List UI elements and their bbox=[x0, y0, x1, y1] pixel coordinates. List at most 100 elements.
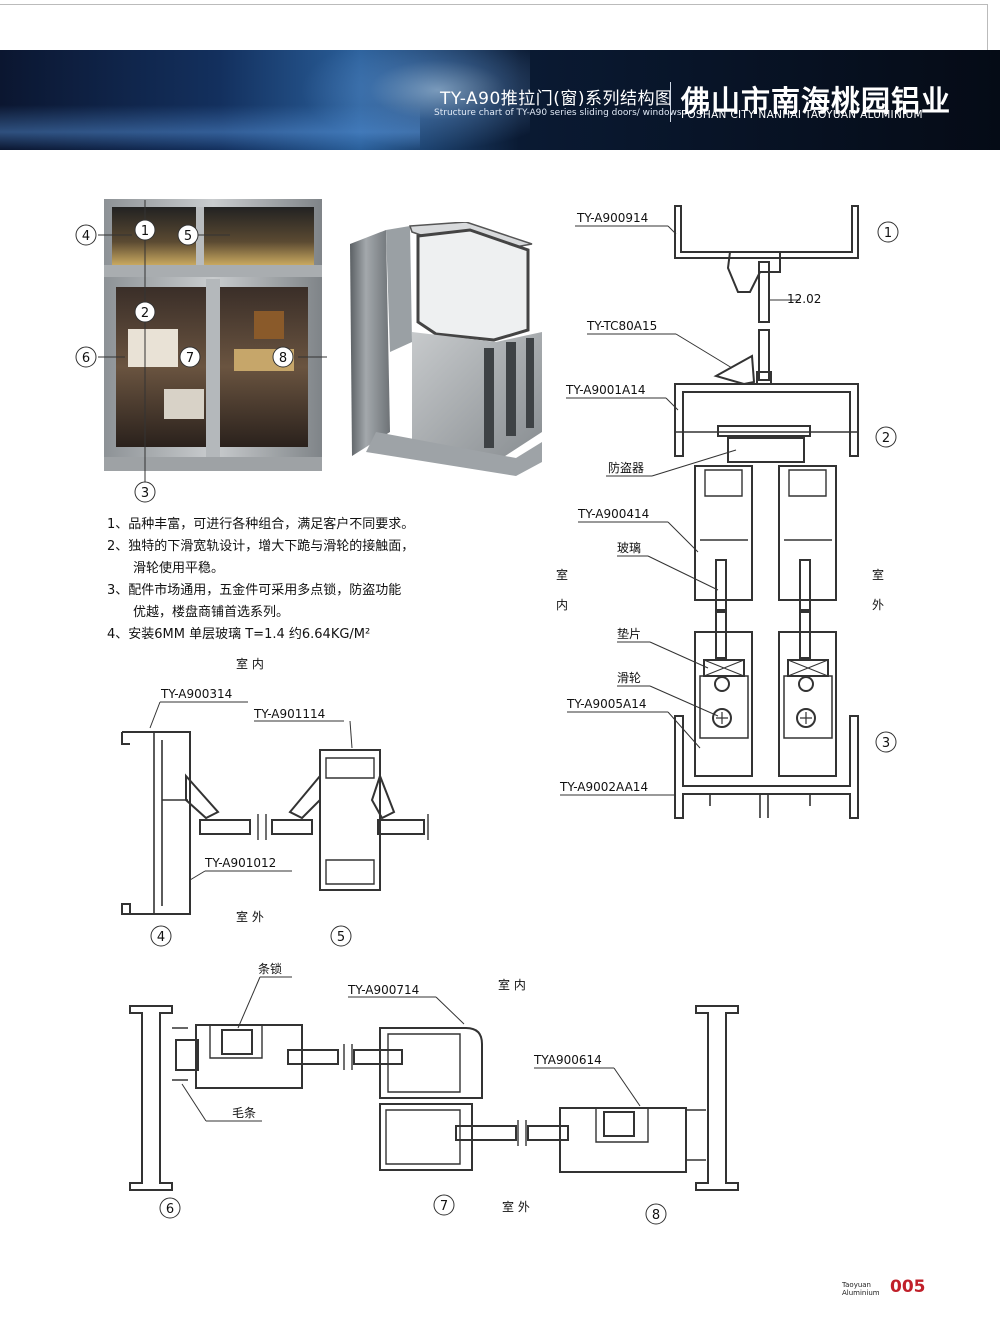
header-subtitle: Structure chart of TY-A90 series sliding… bbox=[434, 108, 682, 118]
svg-text:4: 4 bbox=[82, 229, 90, 244]
window-photo bbox=[104, 199, 322, 471]
svg-text:2: 2 bbox=[141, 306, 149, 321]
label-sash-right: TYA900614 bbox=[533, 1053, 602, 1067]
profile-8-frame bbox=[695, 1005, 739, 1191]
profile-8-sash bbox=[559, 1107, 687, 1173]
svg-text:5: 5 bbox=[184, 229, 192, 244]
photo-callout-1: 1 bbox=[134, 219, 156, 241]
label-roller: 滑轮 bbox=[617, 671, 641, 685]
section-6-7-8: 条锁 TY-A900714 室 内 毛条 TYA900614 室 外 6 7 8 bbox=[129, 961, 739, 1225]
label-45-a: TY-A900314 bbox=[160, 687, 232, 701]
vertical-leaders bbox=[560, 225, 737, 796]
header-title: TY-A90推拉门(窗)系列结构图 bbox=[440, 89, 673, 109]
feature-2: 2、独特的下滑宽轨设计，增大下跪与滑轮的接触面， bbox=[107, 539, 415, 554]
profile-4-frame bbox=[121, 731, 191, 915]
svg-text:8: 8 bbox=[279, 351, 287, 366]
label-bottom-track: TY-A9002AA14 bbox=[559, 780, 648, 794]
company-name-en: FOSHAN CITY NANHAI TAOYUAN ALUMINIUM bbox=[681, 109, 923, 121]
label-lock: 条锁 bbox=[258, 961, 282, 976]
profile-5-bead-left bbox=[288, 773, 321, 820]
label-sash-bottom: TY-A9005A14 bbox=[566, 697, 647, 711]
feature-1: 1、品种丰富，可进行各种组合，满足客户不同要求。 bbox=[107, 517, 415, 532]
feature-2-cont: 滑轮使用平稳。 bbox=[133, 561, 225, 576]
photo-callout-3: 3 bbox=[134, 481, 156, 503]
sash-bottom-right bbox=[778, 631, 837, 777]
svg-text:5: 5 bbox=[337, 930, 345, 945]
label-upper-frame: TY-A9001A14 bbox=[565, 383, 646, 397]
vertical-section: TY-A900914 12.02 TY-TC80A15 TY-A9001A14 … bbox=[556, 205, 899, 819]
sash-left bbox=[694, 465, 753, 611]
banner-wave bbox=[0, 105, 420, 150]
profile-5-mullion bbox=[319, 749, 381, 891]
page-border-top bbox=[0, 4, 988, 5]
section-4-5: 室 内 TY-A900314 TY-A901114 TY-A901012 室 外… bbox=[121, 656, 429, 947]
photo-callouts: 1 2 3 4 5 6 7 8 bbox=[75, 200, 327, 503]
label-indoor-2: 内 bbox=[556, 598, 568, 612]
profile-5-bead-right bbox=[370, 773, 396, 820]
svg-text:6: 6 bbox=[166, 1202, 174, 1217]
vertical-circles: 1 2 3 bbox=[875, 221, 899, 753]
feature-4: 4、安装6MM 单层玻璃 T=1.4 约6.64KG/M² bbox=[107, 627, 371, 642]
upper-frame-profile bbox=[674, 383, 859, 457]
anti-theft-device bbox=[727, 437, 805, 463]
label-sash: TY-A900414 bbox=[577, 507, 649, 521]
page-border-right bbox=[987, 4, 988, 50]
svg-text:3: 3 bbox=[141, 486, 149, 501]
svg-text:1: 1 bbox=[141, 224, 149, 239]
profile-3d-render bbox=[350, 222, 542, 476]
glazing-bead bbox=[713, 354, 756, 386]
profile-6-frame bbox=[129, 1005, 173, 1191]
svg-text:7: 7 bbox=[440, 1199, 448, 1214]
label-45-indoor: 室 内 bbox=[236, 656, 264, 671]
svg-text:2: 2 bbox=[882, 431, 890, 446]
feature-3-cont: 优越，楼盘商铺首选系列。 bbox=[133, 605, 290, 620]
top-frame-pocket bbox=[726, 251, 781, 293]
svg-text:6: 6 bbox=[82, 351, 90, 366]
profile-6-sash bbox=[195, 1024, 303, 1089]
feature-3: 3、配件市场通用，五金件可采用多点锁，防盗功能 bbox=[107, 583, 402, 598]
top-frame-profile bbox=[674, 205, 859, 259]
footer-brand: Taoyuan Aluminium bbox=[842, 1281, 880, 1297]
footer-brand-line1: Taoyuan bbox=[842, 1281, 871, 1289]
glass-top bbox=[758, 261, 770, 323]
label-outdoor-1: 室 bbox=[872, 567, 884, 582]
lock-strip bbox=[221, 1029, 253, 1055]
glass-upper bbox=[758, 329, 770, 381]
photo-callout-8: 8 bbox=[272, 346, 294, 368]
bottom-track-profile bbox=[674, 715, 859, 819]
profile-7-interlock bbox=[379, 1027, 483, 1099]
glass-right bbox=[799, 611, 811, 659]
photo-callout-6: 6 bbox=[75, 346, 97, 368]
glass-left bbox=[715, 611, 727, 659]
roller-left bbox=[714, 676, 730, 692]
profile-4-bead bbox=[185, 773, 220, 820]
label-spacer: 垫片 bbox=[617, 626, 641, 641]
label-glazing-bead: TY-TC80A15 bbox=[586, 319, 657, 333]
feature-list: 1、品种丰富，可进行各种组合，满足客户不同要求。 2、独特的下滑宽轨设计，增大下… bbox=[107, 514, 547, 646]
label-anti-theft: 防盗器 bbox=[608, 460, 644, 475]
svg-text:3: 3 bbox=[882, 736, 890, 751]
svg-text:1: 1 bbox=[884, 226, 892, 241]
label-678-indoor: 室 内 bbox=[498, 977, 526, 992]
header-separator bbox=[670, 82, 671, 122]
label-outdoor-2: 外 bbox=[872, 598, 884, 612]
svg-text:7: 7 bbox=[186, 351, 194, 366]
label-678-outdoor: 室 外 bbox=[502, 1199, 530, 1214]
svg-text:8: 8 bbox=[652, 1208, 660, 1223]
footer-brand-line2: Aluminium bbox=[842, 1289, 880, 1297]
label-45-c: TY-A901012 bbox=[204, 856, 276, 870]
photo-callout-5: 5 bbox=[177, 224, 199, 246]
label-45-outdoor: 室 外 bbox=[236, 909, 264, 924]
company-name: 佛山市南海桃园铝业 bbox=[681, 84, 952, 118]
page-number: 005 bbox=[890, 1277, 926, 1297]
label-glass: 玻璃 bbox=[617, 541, 641, 555]
label-45-b: TY-A901114 bbox=[253, 707, 325, 721]
sash-bottom-left bbox=[694, 631, 753, 777]
label-interlock: TY-A900714 bbox=[347, 983, 419, 997]
photo-callout-2: 2 bbox=[134, 301, 156, 323]
label-brush: 毛条 bbox=[232, 1106, 256, 1120]
banner-sparkle bbox=[300, 50, 530, 150]
label-indoor-1: 室 bbox=[556, 567, 568, 582]
